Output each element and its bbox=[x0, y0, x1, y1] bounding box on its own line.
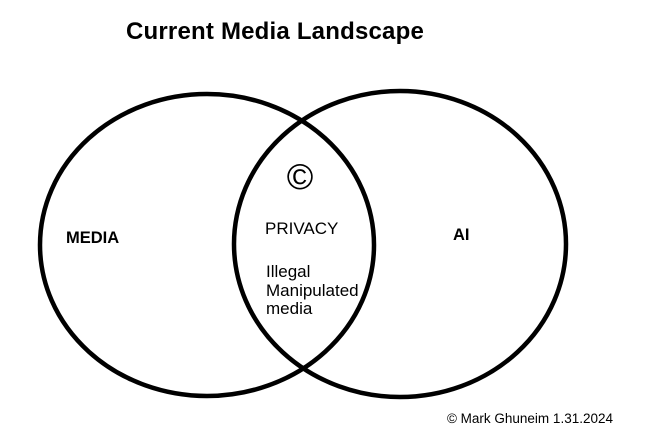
intersection-line-2: Manipulated bbox=[266, 280, 359, 300]
media-circle-label: MEDIA bbox=[66, 229, 120, 247]
ai-circle bbox=[231, 88, 569, 400]
intersection-line-3: media bbox=[266, 299, 313, 318]
media-circle bbox=[37, 91, 377, 399]
intersection-text-block: Illegal Manipulated media bbox=[266, 262, 359, 319]
credit-text: © Mark Ghuneim 1.31.2024 bbox=[446, 411, 613, 426]
ai-circle-label: AI bbox=[453, 226, 470, 244]
intersection-line-1: Illegal bbox=[266, 262, 311, 281]
page-title: Current Media Landscape bbox=[126, 18, 425, 45]
copyright-icon: © bbox=[286, 156, 314, 197]
intersection-heading: PRIVACY bbox=[265, 219, 339, 238]
